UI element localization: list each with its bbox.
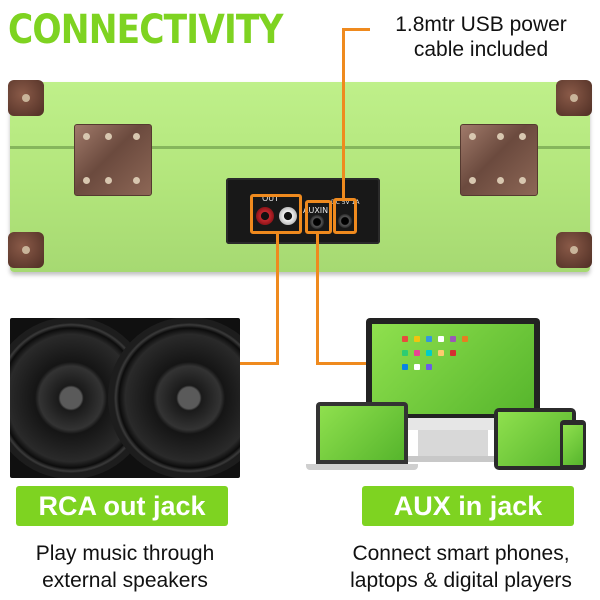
rca-jack-icon (256, 207, 274, 225)
rca-callout-line (276, 233, 279, 365)
monitor-base (402, 456, 504, 462)
usb-callout-line (342, 28, 345, 200)
dc-highlight-box (333, 198, 357, 234)
usb-callout-line2: cable included (413, 38, 549, 61)
laptop-base (306, 464, 418, 470)
rca-callout-line-horizontal (236, 362, 279, 365)
aux-jack-icon (310, 215, 324, 229)
aux-description-line2: laptops & digital players (350, 569, 572, 592)
monitor-stand (418, 430, 488, 458)
devices-illustration (300, 316, 600, 488)
corner-cap-icon (8, 80, 44, 116)
corner-cap-icon (556, 232, 592, 268)
corner-cap-icon (556, 80, 592, 116)
aux-highlight-box (305, 200, 332, 234)
usb-callout-line1: 1.8mtr USB power (395, 13, 567, 36)
dc-label: DC 5V 1A (331, 199, 360, 206)
rca-out-jack-pill: RCA out jack (16, 486, 228, 526)
hinge-icon (74, 124, 152, 196)
aux-description: Connect smart phones, laptops & digital … (322, 540, 600, 594)
aux-description-line1: Connect smart phones, (352, 542, 570, 565)
dc-jack-icon (338, 214, 352, 228)
page-title: CONNECTIVITY (8, 7, 283, 53)
speaker-icon (10, 318, 240, 478)
corner-cap-icon (8, 232, 44, 268)
rca-jack-icon (279, 207, 297, 225)
aux-callout-line (316, 233, 319, 365)
case-seam (10, 146, 590, 149)
usb-callout-line-horizontal (342, 28, 370, 31)
phone-icon (560, 420, 586, 470)
hinge-icon (460, 124, 538, 196)
aux-label: AUXIN (303, 206, 329, 215)
out-label: OUT (262, 194, 280, 203)
rca-description: Play music through external speakers (0, 540, 250, 594)
usb-callout-text: 1.8mtr USB power cable included (374, 12, 588, 62)
rca-highlight-box (250, 194, 302, 234)
laptop-icon (316, 402, 408, 464)
rca-description-line1: Play music through (35, 542, 215, 565)
aux-callout-line-horizontal (316, 362, 368, 365)
rca-description-line2: external speakers (42, 569, 208, 592)
aux-in-jack-pill: AUX in jack (362, 486, 574, 526)
